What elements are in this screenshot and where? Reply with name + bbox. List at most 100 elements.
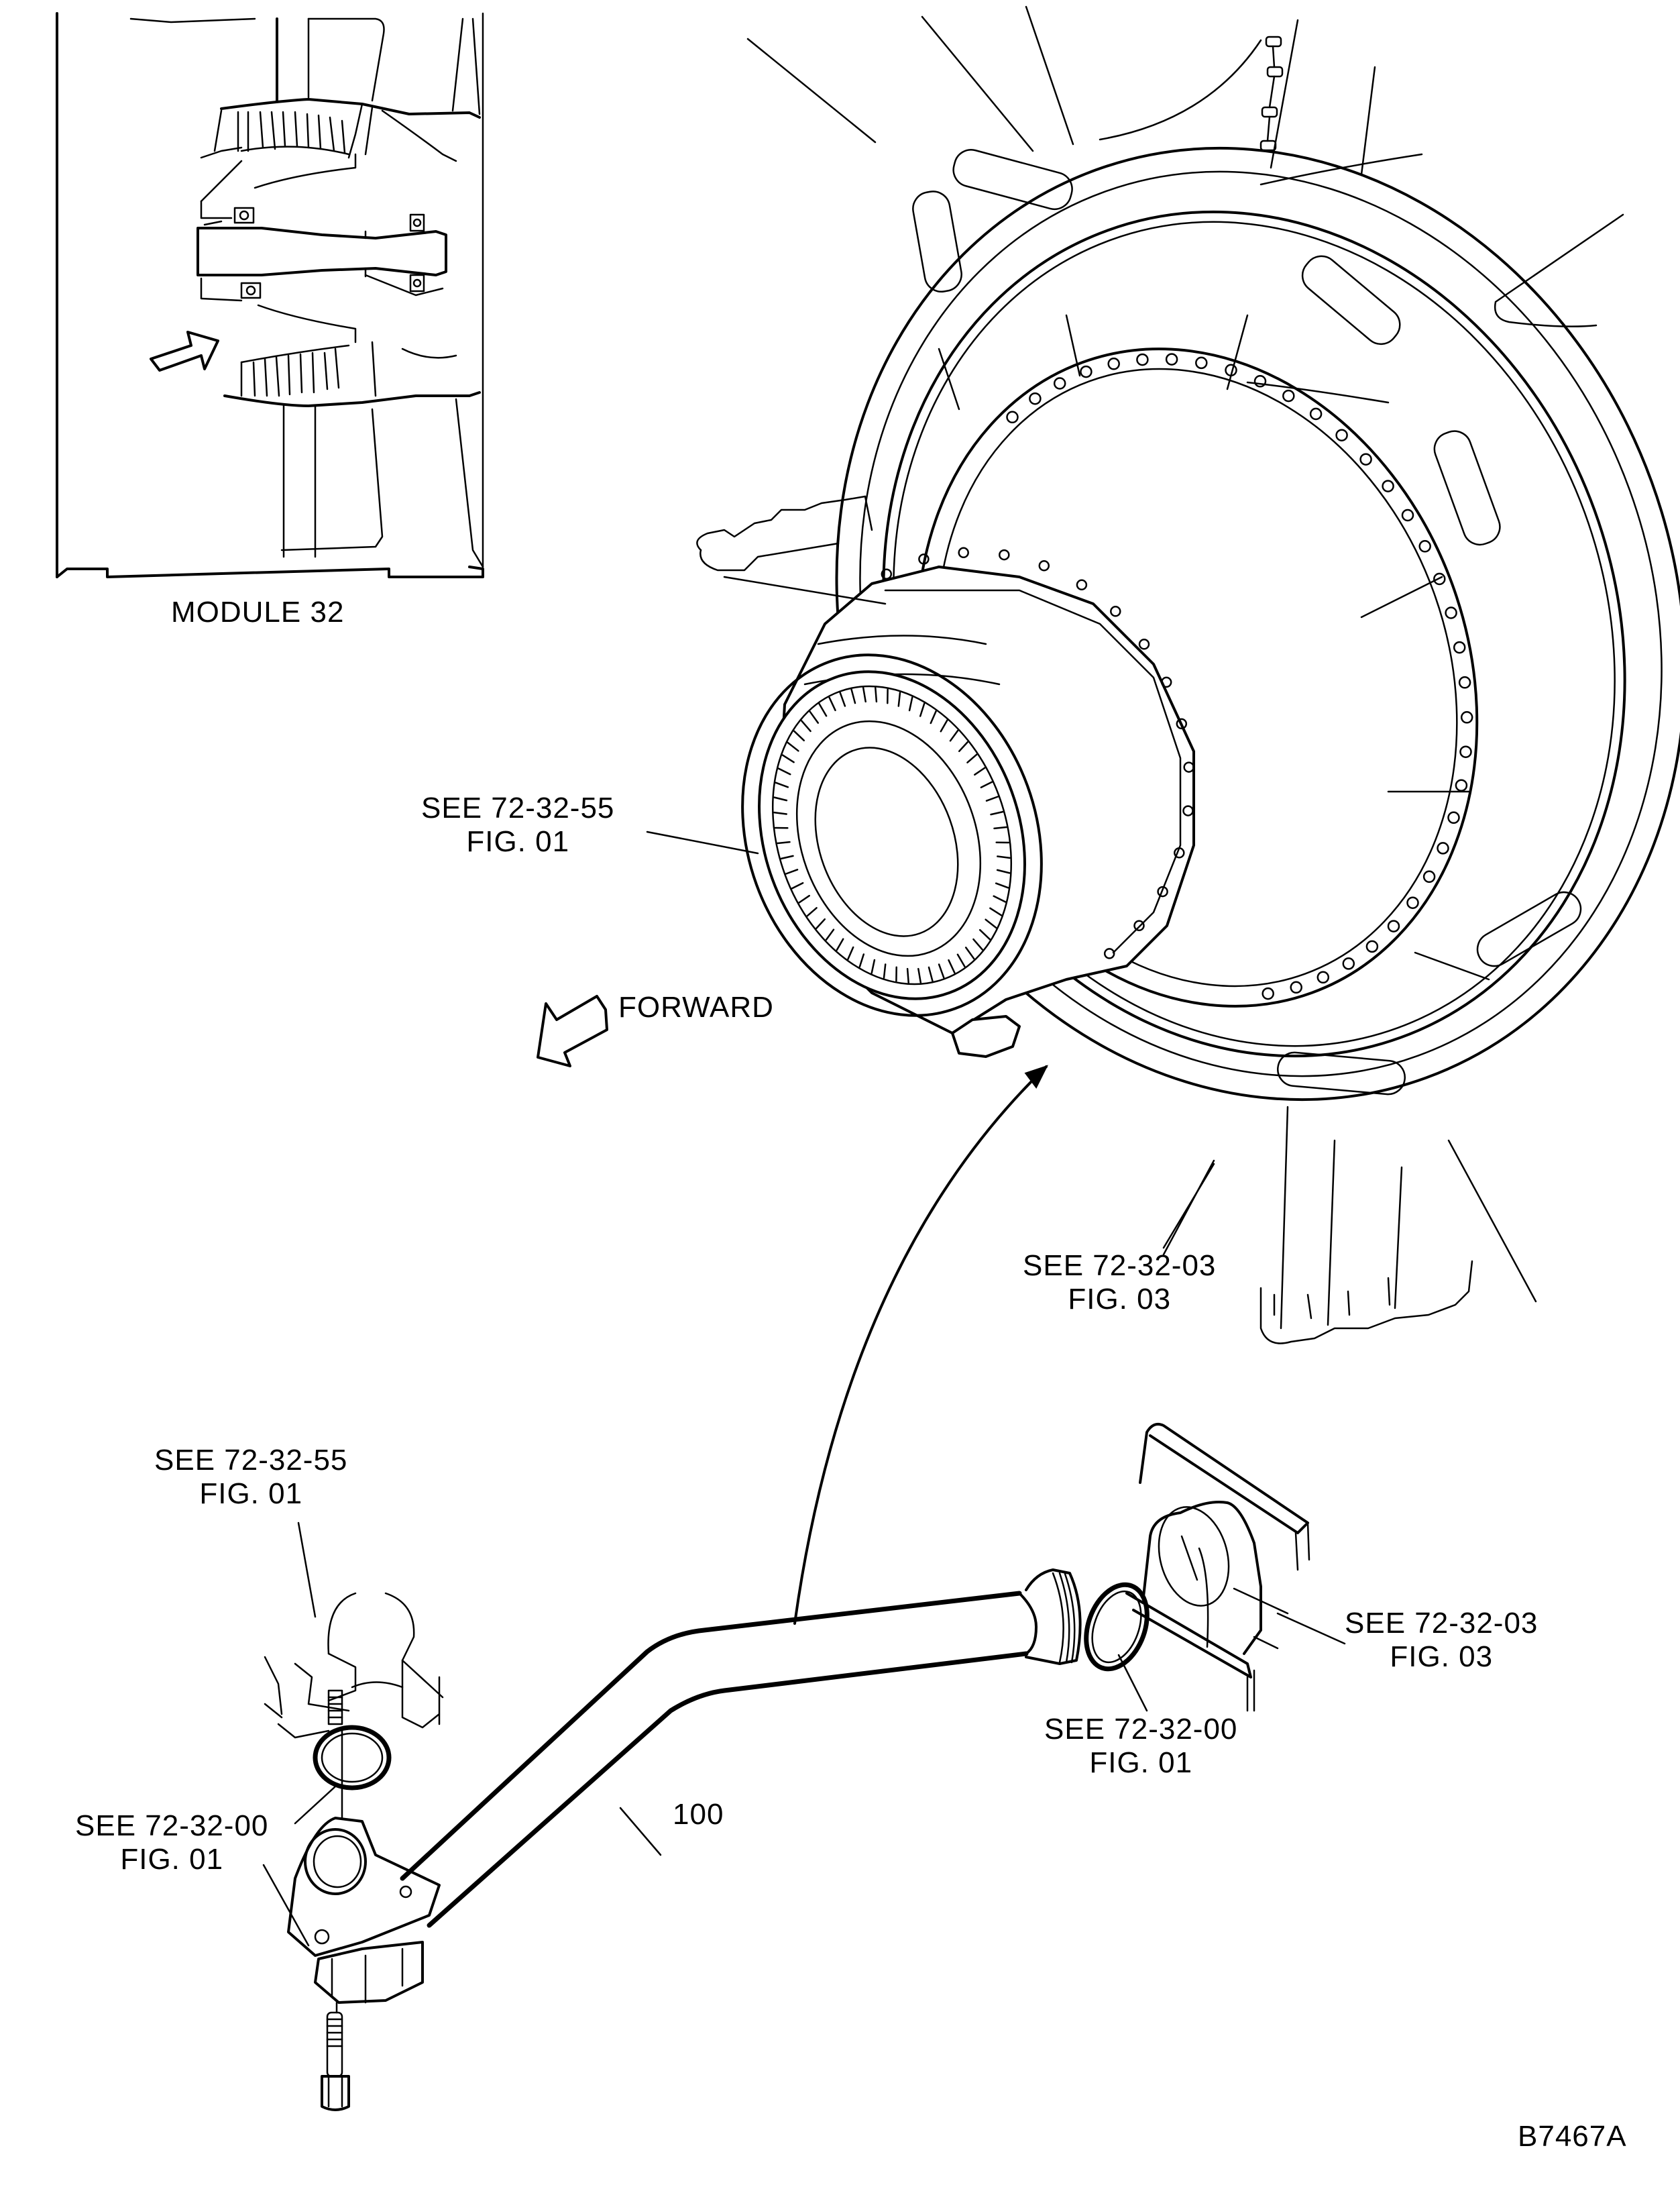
gear-tooth-icon (773, 796, 788, 802)
callout-figure: FIG. 01 (466, 825, 570, 858)
frame-bolt-icon (1225, 364, 1237, 377)
callout-reference: SEE 72-32-03 (1023, 1249, 1217, 1282)
gear-tooth-icon (974, 767, 986, 776)
callout-reference: SEE 72-32-00 (75, 1809, 269, 1842)
leader-line-right-packing (1117, 1654, 1148, 1712)
gear-tooth-icon (985, 796, 999, 802)
housing-bolt-icon (958, 547, 969, 559)
gear-tooth-icon (773, 811, 787, 815)
housing-bolt-icon (1182, 805, 1194, 816)
gear-tooth-icon (996, 869, 1011, 874)
gear-tooth-icon (875, 687, 878, 703)
gear-tooth-icon (978, 928, 991, 941)
frame-bolt-icon (1458, 676, 1471, 689)
gear-tooth-icon (949, 729, 959, 742)
frame-bolt-icon (1107, 358, 1120, 370)
frame-bolt-icon (1317, 971, 1330, 984)
gear-tooth-icon (938, 963, 945, 979)
housing-bolt-icon (1160, 676, 1172, 688)
callout-upper-left-fitting: SEE 72-32-55 FIG. 01 (154, 1444, 347, 1511)
housing-bolt-icon (881, 568, 893, 580)
gear-tooth-icon (989, 907, 1003, 916)
housing-bolt-icon (918, 553, 930, 565)
frame-bolt-icon (1290, 981, 1302, 994)
gear-tooth-icon (948, 959, 956, 974)
gear-tooth-icon (956, 953, 966, 968)
frame-bolt-icon (1282, 389, 1295, 403)
gear-tooth-icon (800, 720, 811, 733)
gear-tooth-icon (836, 938, 844, 951)
frame-bolt-icon (1029, 392, 1042, 405)
gear-tooth-icon (995, 882, 1009, 889)
leader-line-engine-housing (646, 831, 759, 855)
inset-title: MODULE 32 (171, 596, 345, 629)
frame-bolt-icon (1387, 920, 1400, 932)
frame-bolt-icon (1453, 641, 1466, 654)
housing-bolt-icon (1157, 886, 1168, 898)
installation-arrow-icon (793, 1065, 1048, 1625)
leader-line-bolt (262, 1864, 310, 1947)
frame-bolt-icon (1253, 375, 1267, 388)
callout-right-bracket: SEE 72-32-03 FIG. 03 (1345, 1607, 1538, 1674)
frame-bolt-icon (1309, 407, 1323, 421)
housing-bolt-icon (1138, 639, 1150, 650)
packing-left-drawing (313, 1725, 392, 1791)
gear-tooth-icon (883, 963, 887, 979)
gear-tooth-icon (806, 907, 818, 917)
gear-tooth-icon (780, 855, 794, 860)
frame-bracket-drawing (1125, 1423, 1310, 1712)
housing-bolt-icon (1110, 606, 1121, 617)
housing-bolt-icon (999, 549, 1010, 561)
gear-tooth-icon (897, 692, 901, 707)
frame-bolt-icon (1433, 572, 1446, 586)
gear-tooth-icon (818, 702, 828, 717)
frame-bolt-icon (1460, 711, 1473, 724)
callout-reference: SEE 72-32-03 (1345, 1607, 1538, 1640)
leader-line-right-bracket (1276, 1612, 1346, 1645)
tube-100-drawing (400, 1568, 1082, 1928)
callout-reference: SEE 72-32-00 (1044, 1713, 1238, 1746)
forward-arrow-icon (537, 995, 608, 1067)
housing-bolt-icon (1076, 579, 1088, 591)
gear-tooth-icon (850, 688, 856, 704)
frame-bolt-icon (1447, 811, 1460, 824)
callout-figure: FIG. 01 (1089, 1746, 1193, 1779)
frame-bolt-icon (1406, 896, 1419, 909)
frame-bolt-icon (1418, 540, 1431, 553)
gear-tooth-icon (777, 841, 791, 845)
frame-bolt-icon (1365, 940, 1379, 953)
gear-tooth-icon (940, 719, 948, 733)
frame-bolt-icon (1437, 842, 1449, 855)
frame-bolt-icon (1165, 353, 1178, 366)
frame-bolt-icon (1455, 779, 1468, 792)
gear-tooth-icon (809, 710, 820, 724)
frame-bolt-icon (1335, 429, 1348, 441)
gear-tooth-icon (908, 696, 913, 712)
frame-bolt-icon (1382, 480, 1394, 492)
gear-tooth-icon (917, 967, 922, 983)
gear-tooth-icon (964, 947, 975, 960)
engine-assembly-drawing (696, 5, 1680, 1344)
callout-figure: FIG. 01 (199, 1477, 303, 1510)
gear-tooth-icon (828, 696, 836, 712)
callout-engine-bearing-housing: SEE 72-32-55 FIG. 01 (421, 792, 614, 859)
frame-bolt-icon (1422, 870, 1436, 884)
callout-engine-frame: SEE 72-32-03 FIG. 03 (1023, 1249, 1216, 1316)
frame-bolt-icon (1459, 745, 1472, 758)
callout-right-packing: SEE 72-32-00 FIG. 01 (1044, 1713, 1237, 1780)
callout-figure: FIG. 03 (1390, 1640, 1494, 1673)
gear-tooth-icon (791, 882, 804, 890)
tube-flange-drawing (287, 1817, 441, 2004)
leader-line-item-100 (619, 1807, 662, 1856)
gear-tooth-icon (930, 710, 937, 725)
frame-bolt-icon (1445, 606, 1457, 619)
housing-bolt-icon (1133, 920, 1145, 932)
gear-tooth-icon (815, 918, 826, 930)
gear-tooth-icon (997, 855, 1011, 859)
gear-tooth-icon (858, 953, 865, 968)
item-number-100: 100 (673, 1798, 724, 1831)
callout-figure: FIG. 01 (120, 1843, 224, 1876)
gear-tooth-icon (785, 869, 799, 875)
packing-right-drawing (1084, 1582, 1150, 1672)
gear-tooth-icon (990, 810, 1004, 816)
